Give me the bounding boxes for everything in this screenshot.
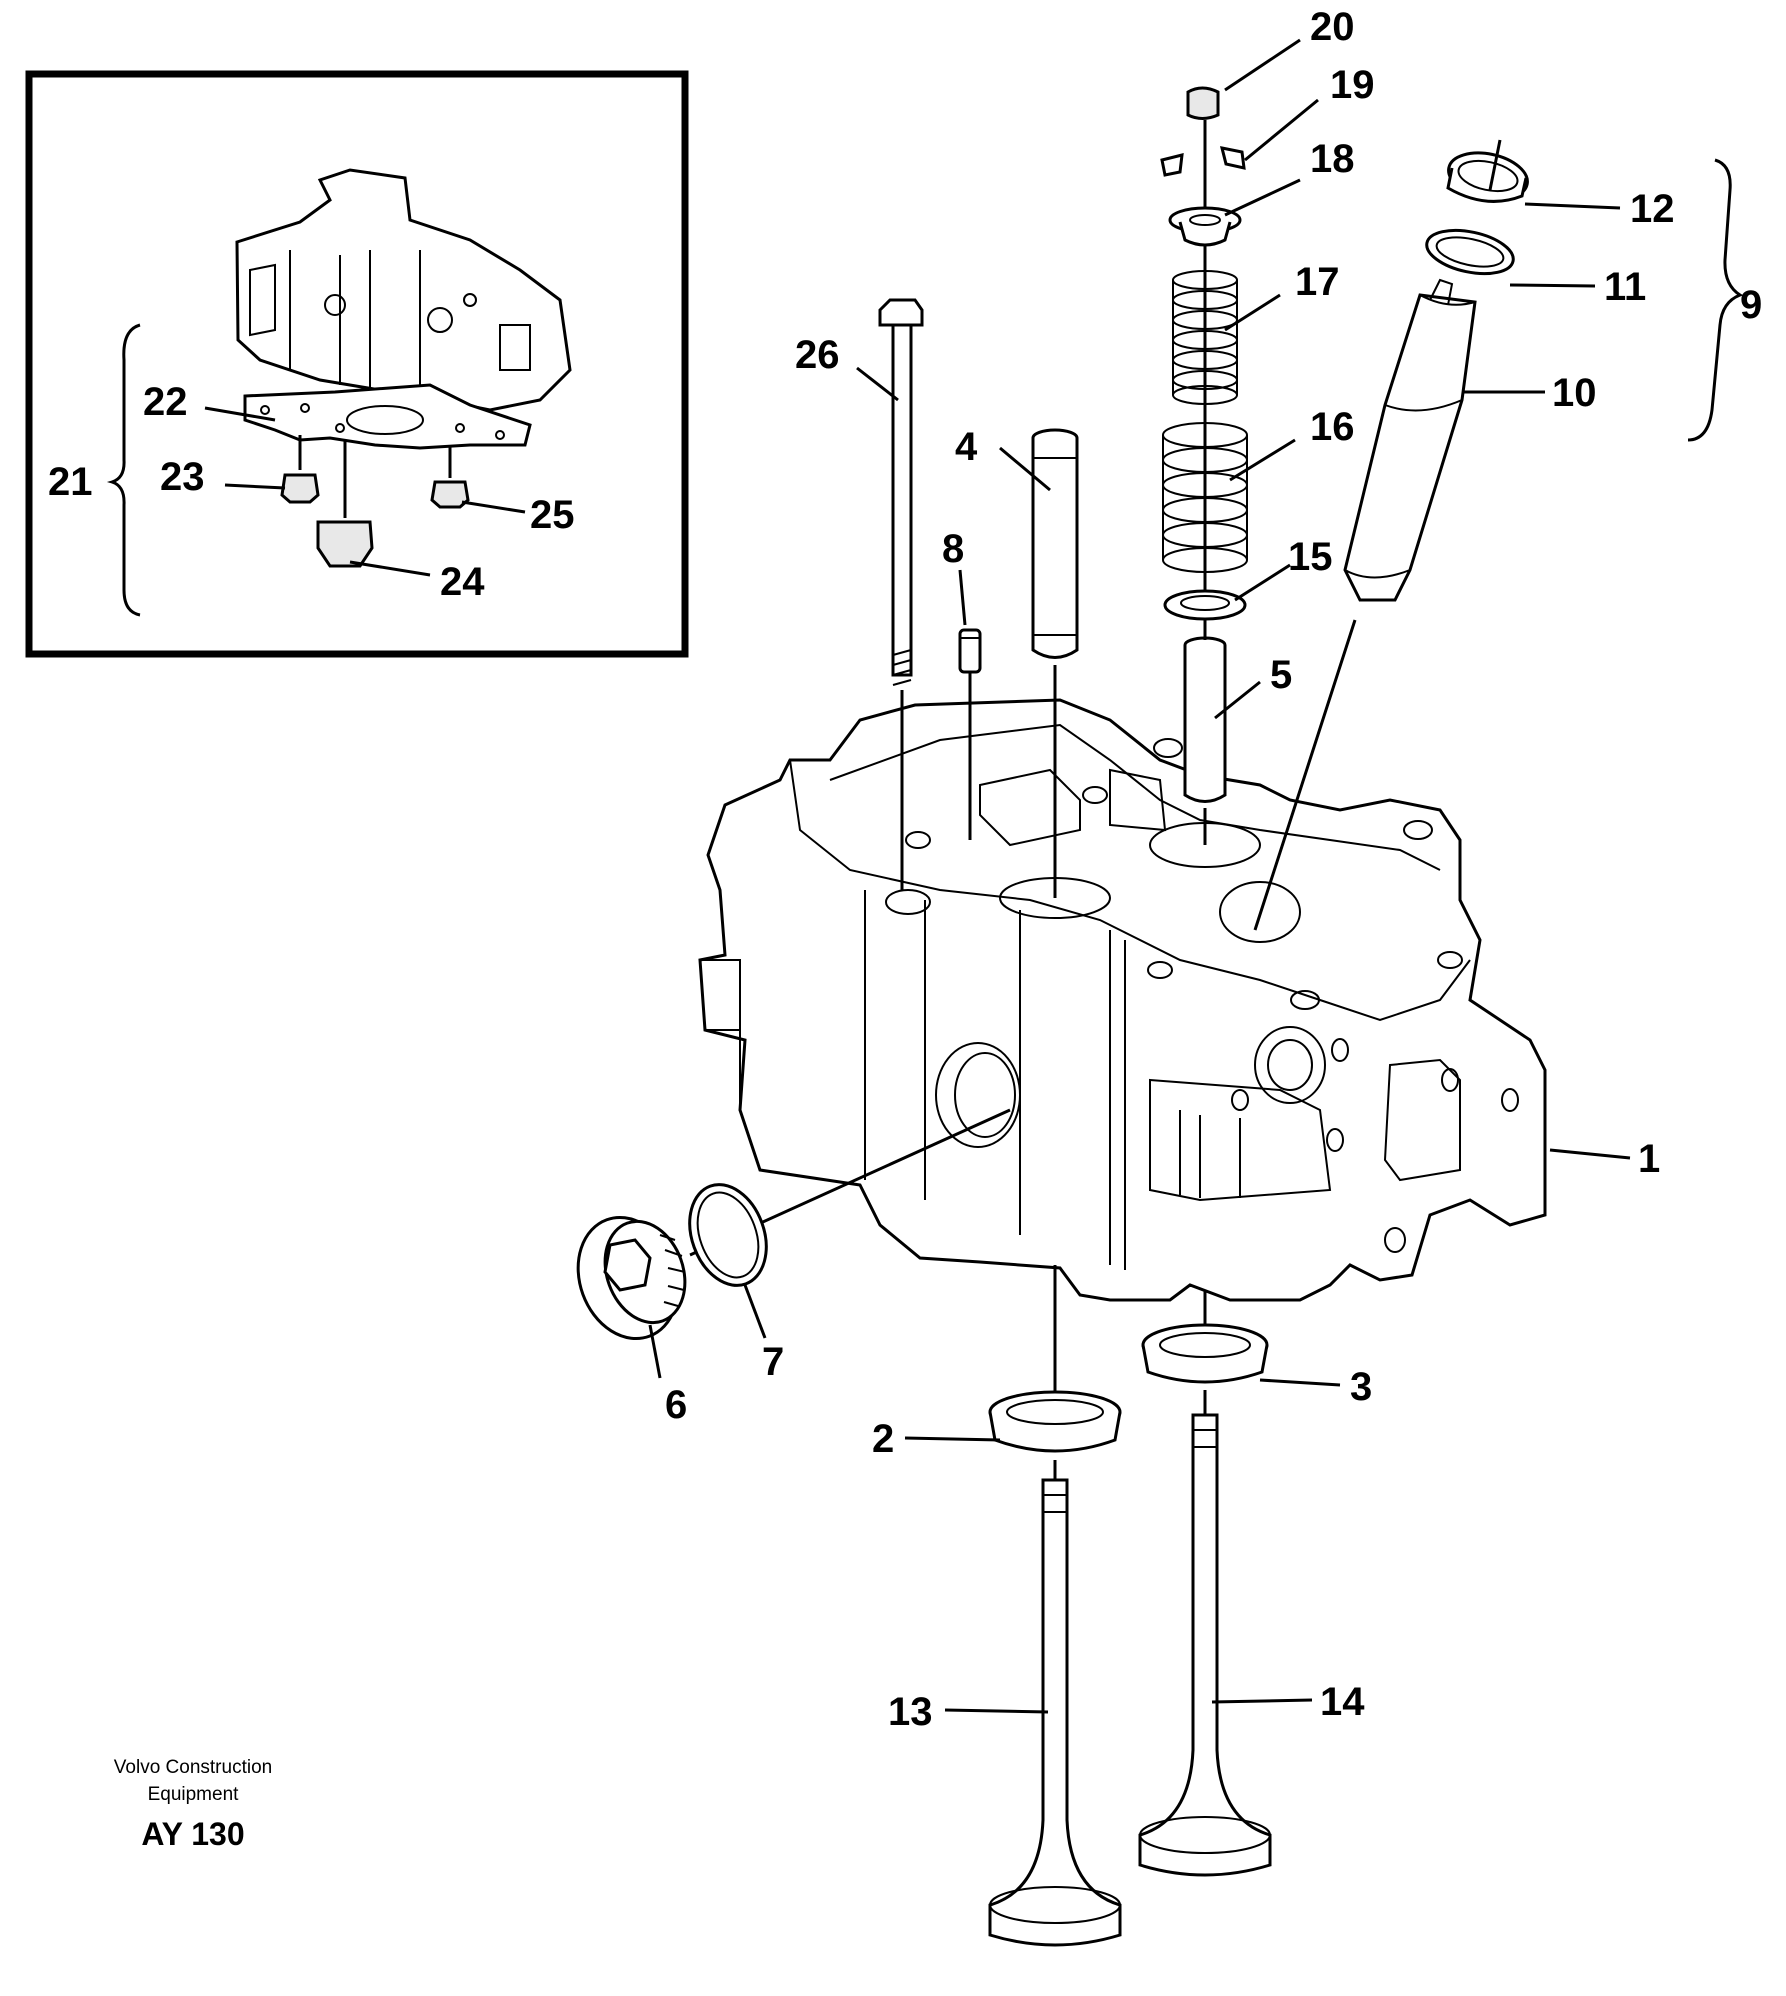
callout-4: 4 xyxy=(955,425,978,469)
callout-6: 6 xyxy=(665,1383,687,1427)
leader-lines xyxy=(648,38,1631,1714)
callout-15: 15 xyxy=(1288,535,1333,579)
part-16-outer-spring xyxy=(1162,422,1248,573)
part-8-dowel xyxy=(958,628,982,840)
inset-seal-23 xyxy=(280,435,320,504)
callout-21: 21 xyxy=(48,460,93,504)
callout-2: 2 xyxy=(872,1417,894,1461)
callout-23: 23 xyxy=(160,455,205,499)
part-7-seal-ring xyxy=(688,1183,768,1287)
callout-8: 8 xyxy=(942,527,964,571)
part-17-inner-spring xyxy=(1172,270,1238,405)
callout-14: 14 xyxy=(1320,1680,1365,1724)
caption-line-2: Equipment xyxy=(148,1784,240,1805)
cylinder-head-body xyxy=(698,698,1547,1302)
callout-7: 7 xyxy=(762,1340,784,1384)
part-10-sleeve xyxy=(1343,278,1477,602)
callout-19: 19 xyxy=(1330,63,1375,107)
callout-13: 13 xyxy=(888,1690,933,1734)
callout-18: 18 xyxy=(1310,137,1355,181)
callout-20: 20 xyxy=(1310,5,1355,49)
part-2-valve-seat xyxy=(988,1265,1122,1453)
part-26-stud xyxy=(878,298,924,890)
callout-3: 3 xyxy=(1350,1365,1372,1409)
figure-code: AY 130 xyxy=(141,1816,244,1852)
part-20-valve-cap xyxy=(1186,86,1220,120)
inset-seal-25 xyxy=(430,445,470,509)
inset-group-brace xyxy=(106,323,141,617)
inset-panel xyxy=(25,70,689,658)
part-19-collets xyxy=(1160,146,1246,177)
injector-sleeve-group xyxy=(1253,139,1744,931)
inset-seal-24 xyxy=(316,440,374,568)
part-14-valve xyxy=(1138,1390,1272,1877)
part-3-valve-seat xyxy=(1141,1290,1269,1384)
callout-24: 24 xyxy=(440,560,485,604)
callout-11: 11 xyxy=(1604,265,1646,309)
inset-cylinder-head-drawing xyxy=(235,168,572,412)
caption-line-1: Volvo Construction xyxy=(114,1757,272,1778)
part-4-valve-guide xyxy=(1031,428,1079,898)
callout-16: 16 xyxy=(1310,405,1355,449)
part-12-sealing-ring xyxy=(1446,139,1529,203)
callout-17: 17 xyxy=(1295,260,1340,304)
part-5-valve-guide xyxy=(1183,636,1227,845)
part-15-spring-washer xyxy=(1163,589,1247,621)
publisher-caption: Volvo Construction Equipment AY 130 xyxy=(114,1757,272,1852)
callout-25: 25 xyxy=(530,493,575,537)
callout-10: 10 xyxy=(1552,371,1597,415)
callout-labels: 1 2 3 4 5 6 7 8 9 10 11 12 13 14 15 16 1… xyxy=(48,5,1762,1734)
callout-26: 26 xyxy=(795,333,840,377)
callout-22: 22 xyxy=(143,380,188,424)
part-6-plug xyxy=(576,1215,687,1341)
callout-5: 5 xyxy=(1270,653,1292,697)
callout-1: 1 xyxy=(1638,1137,1660,1181)
callout-12: 12 xyxy=(1630,187,1675,231)
part-13-valve xyxy=(988,1460,1122,1947)
inset-gasket xyxy=(243,383,532,450)
part-18-spring-retainer xyxy=(1168,206,1242,247)
callout-9: 9 xyxy=(1740,283,1762,327)
part-11-o-ring xyxy=(1425,228,1515,276)
group-9-brace xyxy=(1687,158,1744,442)
valve-spring-stack xyxy=(1160,86,1248,640)
